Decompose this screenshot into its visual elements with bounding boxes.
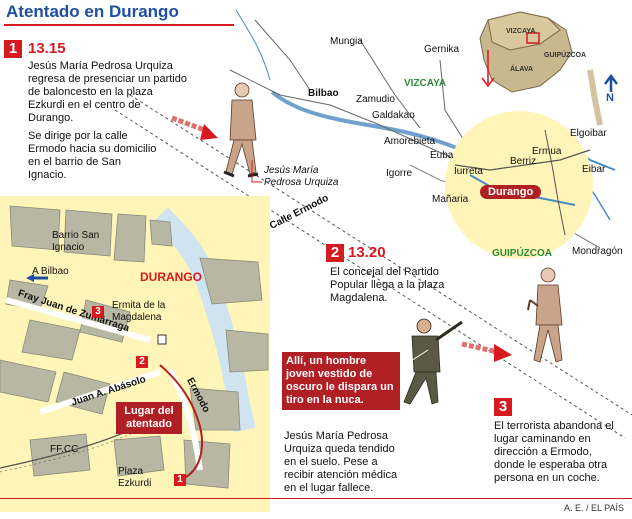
place-zamudio: Zamudio: [356, 94, 395, 105]
place-mungia: Mungia: [330, 36, 363, 47]
step-1-marker: 1: [4, 40, 22, 58]
north-arrow-icon: [604, 73, 618, 92]
street-marker-3: 3: [92, 306, 104, 318]
title-underline: [4, 24, 234, 26]
place-euba: Euba: [430, 150, 454, 161]
place-berriz: Berriz: [510, 156, 537, 167]
step-1-time: 13.15: [28, 40, 66, 57]
step-2-marker: 2: [326, 244, 344, 262]
street-marker-2: 2: [136, 356, 148, 368]
durango-marker: Durango: [480, 185, 542, 199]
page-title: Atentado en Durango: [6, 2, 179, 21]
motion-arrow-2: [461, 341, 499, 355]
durango-road-2: [544, 129, 566, 236]
north-label: N: [606, 92, 614, 104]
region-vizcaya: VIZCAYA: [404, 78, 447, 89]
shooter-callout: Allí, un hombre joven vestido de oscuro …: [282, 352, 400, 410]
outcome-text: Jesús María Pedrosa Urquiza queda tendid…: [284, 430, 398, 494]
region-guipuzcoa: GUIPÚZCOA: [492, 248, 552, 259]
bottom-rule: [0, 498, 632, 499]
place-eibar: Eibar: [582, 164, 606, 175]
place-galdakao: Galdakao: [372, 110, 415, 121]
shooter-figure: [403, 318, 463, 405]
place-iurreta: Iurreta: [454, 166, 483, 177]
step-2-time: 13.20: [348, 244, 386, 261]
motion-arrowhead-1: [200, 124, 218, 140]
step-3-text: El terrorista abandona el lugar caminand…: [494, 420, 614, 484]
inset-label-guipuzcoa: GUIPÚZCOA: [544, 52, 586, 59]
route-line-upper: [129, 94, 632, 416]
motion-arrowhead-2: [494, 344, 512, 362]
barrio-label: Barrio San Ignacio: [52, 230, 100, 253]
street-map: [0, 196, 270, 512]
victim-figure-walking: [223, 82, 259, 178]
place-bilbao: Bilbao: [308, 88, 339, 99]
ermita-label: Ermita de la Magdalena: [112, 300, 166, 323]
victim-pointer-line: [251, 160, 262, 183]
step-1-text: Jesús María Pedrosa Urquiza regresa de p…: [28, 60, 187, 124]
inset-label-alava: ÁLAVA: [510, 66, 534, 73]
place-elgoibar: Elgoibar: [570, 128, 607, 139]
inset-map: [479, 11, 573, 93]
credit: A. E. / EL PAÍS: [563, 503, 624, 513]
to-bilbao-label: A Bilbao: [32, 266, 69, 277]
step-3-marker: 3: [494, 398, 512, 416]
place-igorre: Igorre: [386, 168, 413, 179]
inset-label-vizcaya: VIZCAYA: [506, 28, 536, 35]
plaza-ezkurdi-label: Plaza Ezkurdi: [118, 466, 152, 489]
victim-label: Jesús María Pedrosa Urquiza: [264, 165, 339, 188]
lugar-atentado-label: Lugar del atentado: [116, 402, 182, 434]
victim-figure-2: [527, 267, 563, 363]
place-mondragon: Mondragón: [572, 246, 623, 257]
place-gernika: Gernika: [424, 44, 460, 55]
place-amorebieta: Amorebieta: [384, 136, 436, 147]
step-1-text-2: Se dirige por la calle Ermodo hacia su d…: [28, 130, 157, 181]
step-2-text: El concejal del Partido Popular llega a …: [330, 266, 445, 304]
route-line-lower: [114, 109, 626, 439]
ffcc-label: FF.CC: [50, 444, 79, 455]
place-manaria: Mañaria: [432, 194, 469, 205]
durango-road: [454, 149, 591, 171]
place-ermua: Ermua: [532, 146, 562, 157]
street-marker-1: 1: [174, 474, 186, 486]
street-map-title: DURANGO: [140, 270, 202, 284]
